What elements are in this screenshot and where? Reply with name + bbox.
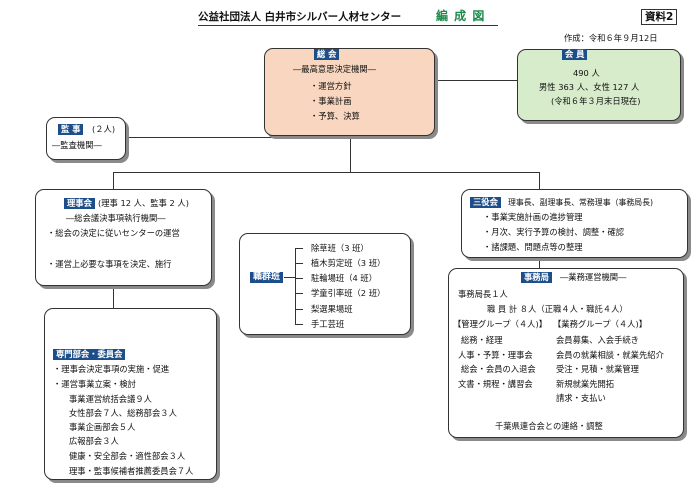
teams-tick-4 — [295, 293, 303, 294]
teams-bracket-h — [284, 277, 295, 278]
general-meeting-title: 総 会 — [314, 49, 340, 60]
admin-group-title: 【管理グループ（４人)】 — [453, 319, 548, 329]
members-title: 会 員 — [562, 49, 588, 60]
business-item-1: 会員募集、入会手続き — [556, 335, 639, 345]
connector-board-v — [113, 172, 115, 189]
secretariat-footer: 千葉県連合会との連絡・調整 — [495, 421, 603, 431]
connector-board-committee — [113, 286, 115, 308]
secretariat-subtitle: ―業務運営機関― — [560, 272, 627, 282]
connector-auditor-h — [126, 137, 350, 139]
committees-line-2: ・運営事業立案・検討 — [53, 379, 136, 389]
page-title: 編 成 図 — [436, 9, 486, 23]
created-date: 作成：令和６年９月12日 — [564, 33, 658, 43]
teams-box — [239, 233, 411, 335]
committee-member-1: 事業運営統括会議９人 — [69, 394, 152, 404]
officers-item-2: ・月次、実行予算の検討、調整・確認 — [483, 227, 625, 237]
admin-item-2: 人事・予算・理事会 — [458, 350, 533, 360]
members-breakdown: 男性 363 人、女性 127 人 — [539, 82, 640, 92]
officers-title: 三役会 — [470, 197, 501, 208]
auditors-subtitle: ―監査機関― — [52, 140, 102, 150]
business-item-2: 会員の就業相談・就業先紹介 — [556, 350, 664, 360]
team-item-6: 手工芸班 — [311, 319, 345, 329]
general-meeting-item-3: ・予算、決算 — [310, 111, 360, 121]
teams-tick-5 — [295, 309, 303, 310]
auditors-count: (２人) — [92, 124, 116, 134]
team-item-3: 駐輪場班（4 班） — [311, 273, 377, 283]
team-item-5: 梨選果場班 — [311, 304, 353, 314]
admin-item-1: 総務・経理 — [461, 335, 503, 345]
auditors-title: 監 事 — [58, 124, 84, 135]
committees-box — [44, 308, 217, 480]
connector-branch-h — [113, 172, 540, 174]
committees-title: 専門部会・委員会 — [53, 349, 126, 360]
members-note: (令和６年３月末日現在) — [551, 96, 641, 106]
team-item-1: 除草班（3 班） — [311, 243, 369, 253]
connector-meeting-members — [435, 80, 517, 82]
secretariat-box — [448, 268, 684, 438]
teams-tick-6 — [295, 324, 303, 325]
committee-member-5: 健康・安全部会・適性部会３人 — [69, 451, 186, 461]
board-line-1: ・総会の決定に従いセンターの運営 — [47, 228, 180, 238]
title-underline — [198, 25, 498, 26]
teams-tick-1 — [295, 248, 303, 249]
teams-bracket-v — [295, 248, 296, 324]
secretariat-staff: 職 員 計 ８人（正職４人・職託４人） — [487, 304, 628, 314]
board-subtitle: ―総会議決事項執行機関― — [66, 213, 166, 223]
officers-item-1: ・事業実施計画の進捗管理 — [483, 212, 583, 222]
business-group-title: 【業務グループ（４人)】 — [553, 319, 648, 329]
committee-member-4: 広報部会３人 — [69, 436, 119, 446]
business-item-3: 受注・見積・就業管理 — [556, 364, 639, 374]
business-item-4: 新規就業先開拓 — [556, 379, 615, 389]
board-detail: (理事 12 人、監事 2 人) — [98, 198, 189, 208]
doc-label: 資料2 — [641, 9, 678, 25]
committee-member-6: 理事・監事候補者推薦委員会７人 — [69, 466, 194, 476]
connector-officers-secretariat — [539, 258, 541, 268]
general-meeting-item-2: ・事業計画 — [310, 96, 352, 106]
connector-main-trunk — [350, 136, 352, 173]
secretariat-title: 事務局 — [521, 272, 552, 283]
admin-item-3: 総会・会員の入退会 — [461, 364, 536, 374]
org-name: 公益社団法人 白井市シルバー人材センター — [198, 11, 402, 23]
general-meeting-box — [264, 48, 435, 136]
committee-member-3: 事業企画部会５人 — [69, 422, 136, 432]
business-item-5: 請求・支払い — [556, 393, 606, 403]
secretariat-chief: 事務局長１人 — [458, 289, 508, 299]
teams-title: 職群班 — [250, 272, 284, 283]
teams-tick-3 — [295, 278, 303, 279]
board-line-2: ・運営上必要な事項を決定、施行 — [47, 259, 172, 269]
general-meeting-subtitle: ―最高意思決定機関― — [293, 64, 376, 74]
committees-line-1: ・理事会決定事項の実施・促進 — [53, 364, 170, 374]
officers-item-3: ・諸課題、問題点等の整理 — [483, 242, 583, 252]
general-meeting-item-1: ・運営方針 — [310, 81, 352, 91]
officers-detail: 理事長、副理事長、常務理事（事務局長) — [508, 198, 654, 207]
teams-tick-2 — [295, 263, 303, 264]
team-item-2: 植木剪定班（3 班） — [311, 258, 386, 268]
team-item-4: 学童引率班（2 班） — [311, 288, 386, 298]
committee-member-2: 女性部会７人、総務部会３人 — [69, 408, 177, 418]
members-count: 490 人 — [573, 68, 600, 78]
admin-item-4: 文書・規程・講習会 — [458, 379, 533, 389]
board-title: 理事会 — [64, 198, 95, 209]
members-box — [517, 49, 681, 121]
connector-officers-v — [539, 172, 541, 189]
